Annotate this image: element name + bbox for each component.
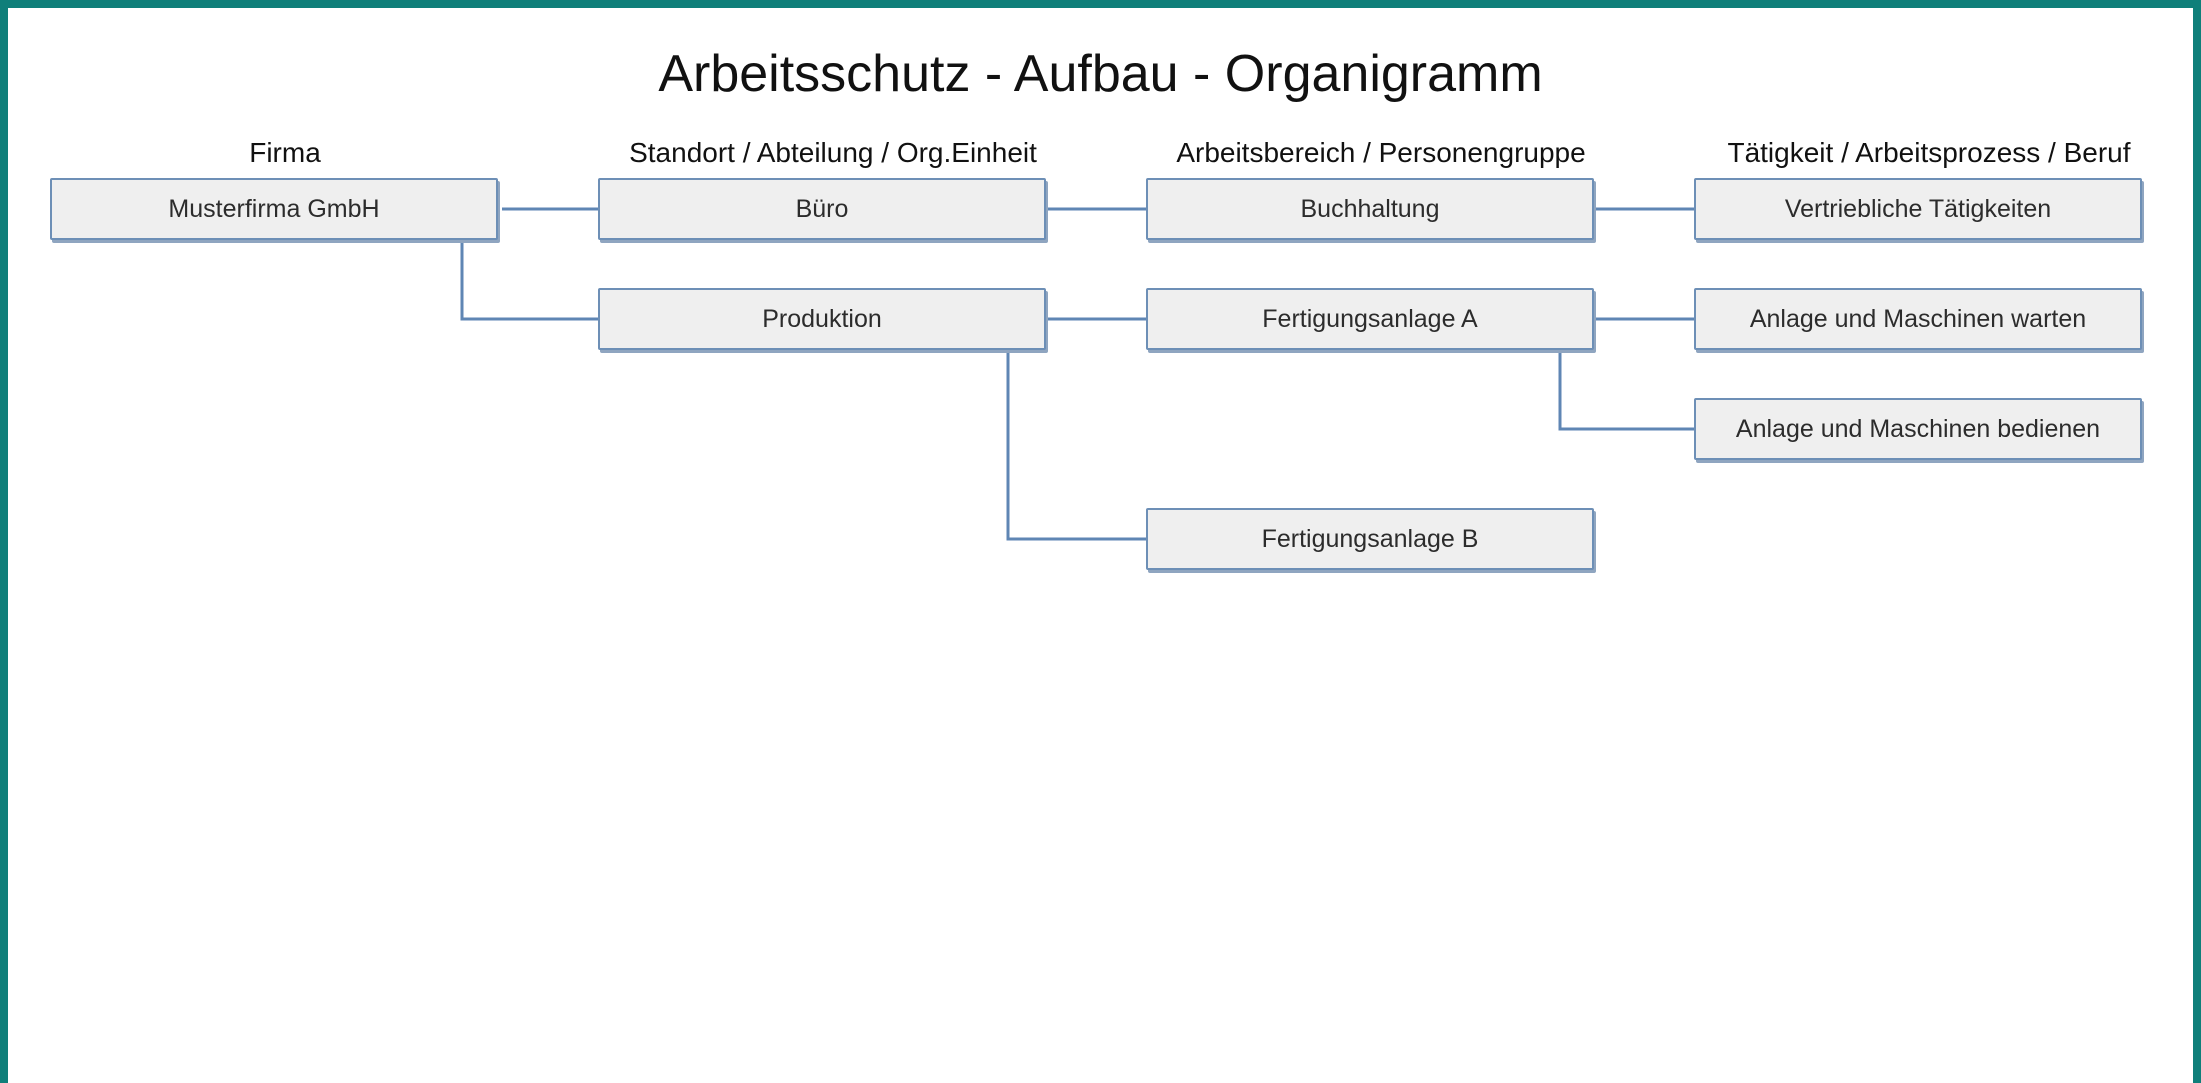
node-musterfirma[interactable]: Musterfirma GmbH xyxy=(50,178,498,240)
node-fertigungsanlage-a[interactable]: Fertigungsanlage A xyxy=(1146,288,1594,350)
column-header-taetigkeit: Tätigkeit / Arbeitsprozess / Beruf xyxy=(1727,137,2131,168)
connector-fertigung-a-bedienen xyxy=(1558,350,1694,431)
connector-produktion-fertigung-b xyxy=(1006,350,1146,541)
node-fertigungsanlage-b[interactable]: Fertigungsanlage B xyxy=(1146,508,1594,570)
diagram-title: Arbeitsschutz - Aufbau - Organigramm xyxy=(658,45,1543,103)
connector-firma-produktion xyxy=(460,240,598,321)
connector-lines xyxy=(460,207,1694,541)
node-produktion[interactable]: Produktion xyxy=(598,288,1046,350)
node-buero[interactable]: Büro xyxy=(598,178,1046,240)
node-vertriebliche-taetigkeiten[interactable]: Vertriebliche Tätigkeiten xyxy=(1694,178,2142,240)
column-header-firma: Firma xyxy=(249,137,321,168)
node-anlage-bedienen[interactable]: Anlage und Maschinen bedienen xyxy=(1694,398,2142,460)
diagram-canvas: Arbeitsschutz - Aufbau - Organigramm Fir… xyxy=(8,8,2193,1083)
column-header-standort: Standort / Abteilung / Org.Einheit xyxy=(629,137,1037,168)
node-buchhaltung[interactable]: Buchhaltung xyxy=(1146,178,1594,240)
node-anlage-warten[interactable]: Anlage und Maschinen warten xyxy=(1694,288,2142,350)
column-header-arbeitsbereich: Arbeitsbereich / Personengruppe xyxy=(1176,137,1586,168)
